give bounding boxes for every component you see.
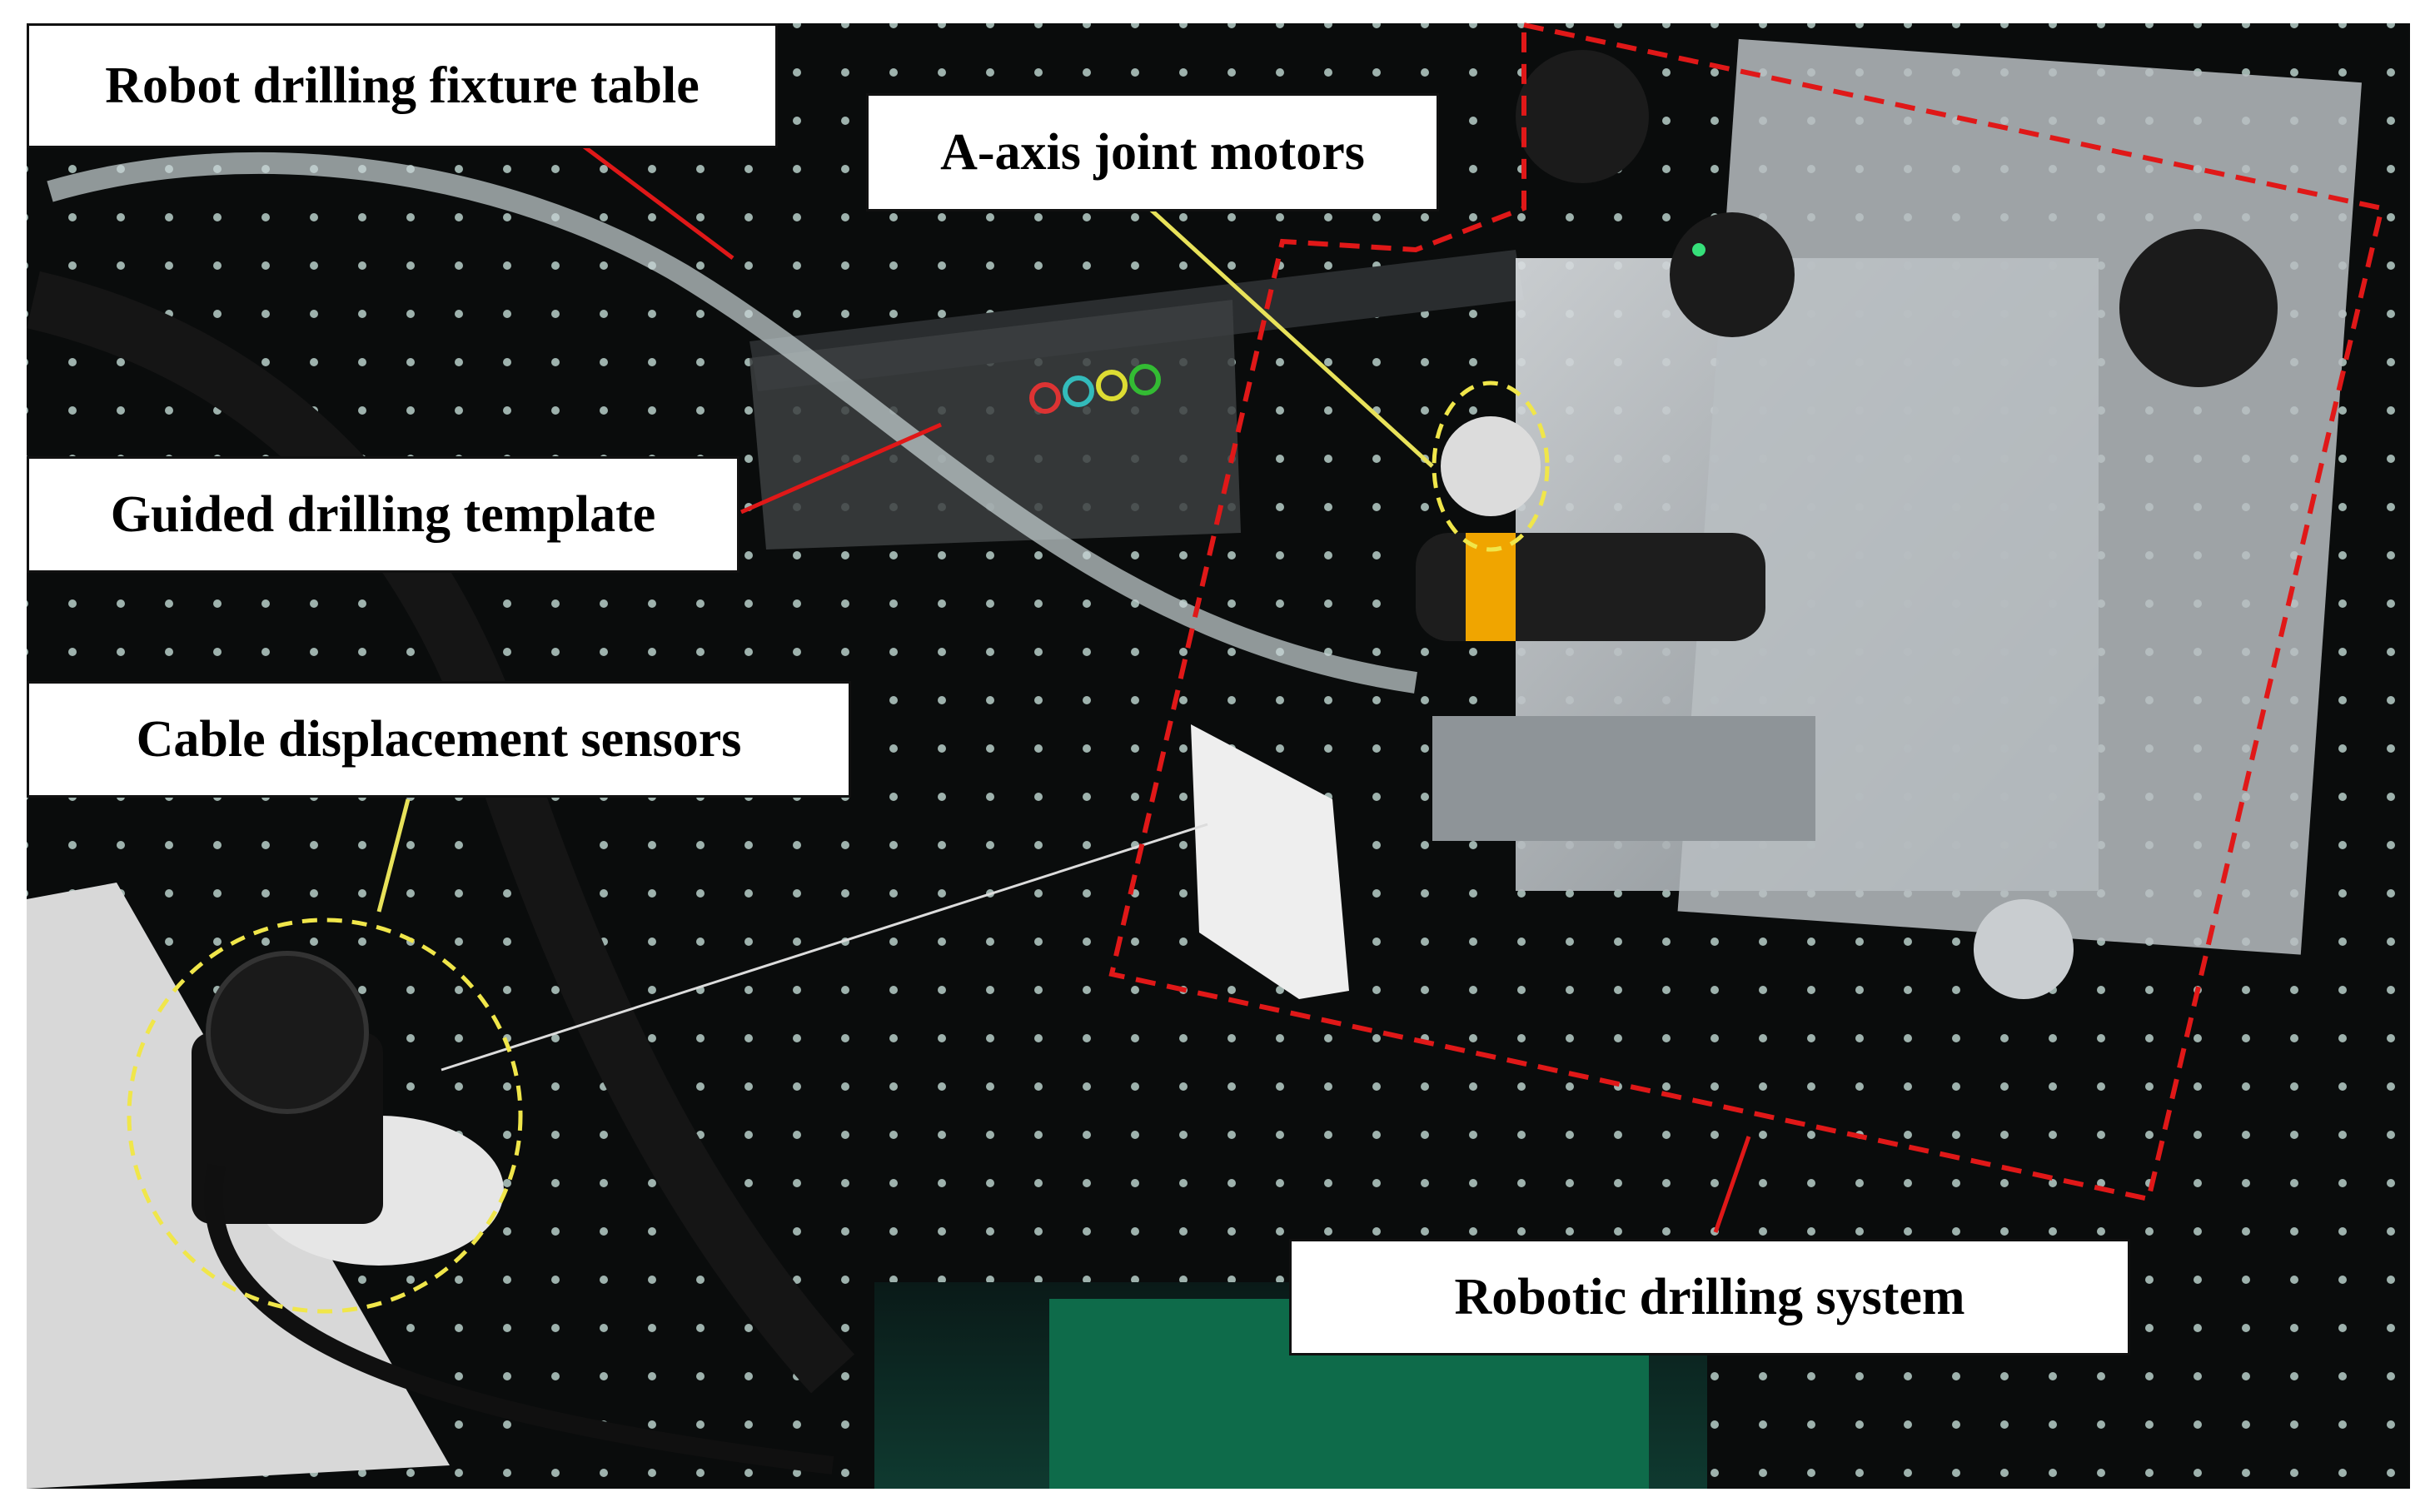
rotary-base	[1974, 899, 2074, 999]
leader-line-joint-motors	[1148, 206, 1434, 468]
sensor-cable	[204, 1163, 834, 1475]
sensor-mount-bracket	[1191, 724, 1349, 999]
template-bushing	[1096, 370, 1128, 401]
joint-motor-a	[1516, 50, 1649, 183]
joint-motor-c	[2119, 229, 2278, 387]
motor-status-led	[1692, 243, 1705, 256]
leader-line-cable-sensors	[376, 798, 411, 913]
guided-drilling-template-bar	[749, 300, 1241, 550]
label-robot-drilling-fixture-table: Robot drilling fixture table	[27, 23, 778, 148]
measuring-cable	[441, 823, 1208, 1072]
cable-sensor-dial	[206, 951, 369, 1114]
template-bushing	[1063, 376, 1094, 407]
transparent-tube	[47, 152, 1417, 694]
joint-motor-b	[1670, 212, 1795, 337]
template-bushing	[1129, 364, 1161, 395]
drilling-system-dashed-boundary	[1108, 22, 2385, 1202]
leader-line-fixture-table	[565, 132, 734, 260]
cable-sensor-dashed-circle	[127, 918, 523, 1314]
template-bushing	[1029, 382, 1061, 414]
leader-line-drilling-system	[1713, 1136, 1751, 1233]
joint-motor-dashed-circle	[1432, 380, 1550, 552]
white-joint-cover	[1441, 416, 1541, 516]
leader-line-guided-template	[739, 422, 943, 515]
label-a-axis-joint-motors: A-axis joint motors	[866, 93, 1439, 211]
linear-stage	[1432, 716, 1815, 841]
label-robotic-drilling-system: Robotic drilling system	[1289, 1239, 2130, 1355]
label-cable-displacement-sensors: Cable displacement sensors	[27, 681, 851, 798]
label-guided-drilling-template: Guided drilling template	[27, 456, 739, 573]
